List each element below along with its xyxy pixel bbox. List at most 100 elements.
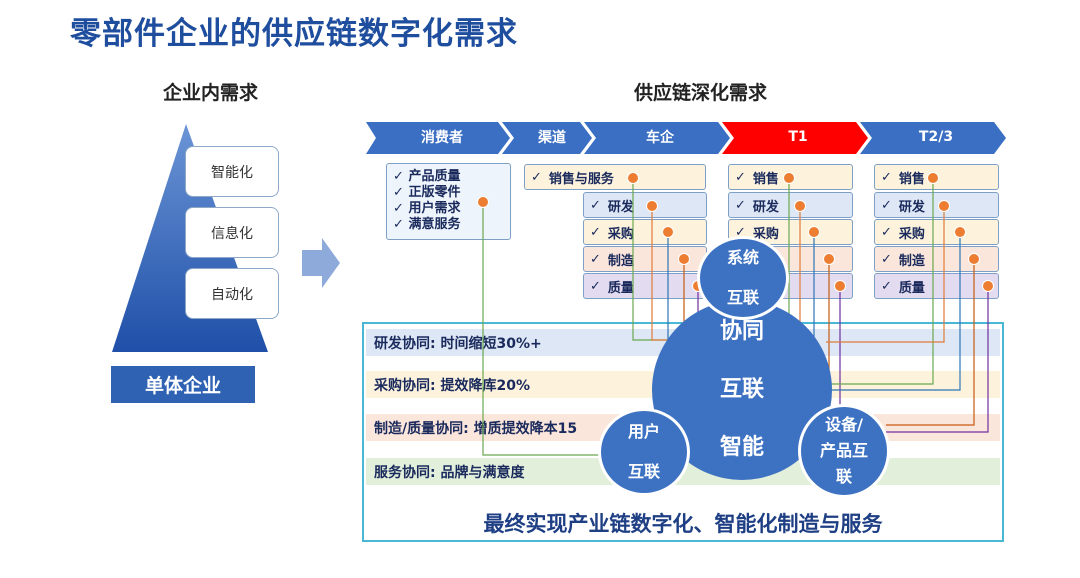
list-item-label: 产品质量 (408, 169, 461, 184)
connector-t23-rd (826, 206, 945, 343)
node-dot (627, 172, 639, 184)
card-label: 采购 (752, 226, 779, 242)
check-icon: ✓ (393, 201, 404, 216)
single-enterprise-label: 单体企业 (111, 366, 255, 403)
card-label: 销售 (898, 171, 925, 187)
card-label: 质量 (898, 280, 925, 296)
check-icon: ✓ (393, 217, 404, 232)
node-dot (834, 280, 846, 292)
circle-text: 系统 (726, 248, 759, 267)
check-icon: ✓ (590, 224, 601, 240)
user-interconnect-circle: 用户 互联 (598, 408, 690, 496)
device-interconnect-circle: 设备/ 产品互 联 (798, 404, 890, 498)
oem-card-rd: ✓ 研发 (583, 192, 707, 218)
card-label: 销售与服务 (548, 171, 614, 187)
node-dot (938, 200, 950, 212)
list-item-label: 满意服务 (408, 217, 461, 232)
circle-text: 互联 (627, 462, 660, 481)
check-icon: ✓ (881, 224, 892, 240)
check-icon: ✓ (590, 251, 601, 267)
chain-oem: 车企 (646, 130, 674, 146)
t23-card-quality: ✓ 质量 (874, 273, 999, 299)
check-icon: ✓ (531, 169, 542, 185)
node-dot (662, 226, 674, 238)
left-heading: 企业内需求 (163, 82, 259, 104)
node-dot (783, 172, 795, 184)
list-item: ✓ 正版零件 (393, 185, 510, 201)
oem-card-sales: ✓ 销售与服务 (524, 164, 706, 190)
node-dot (954, 226, 966, 238)
circle-text: 联 (835, 467, 852, 486)
card-label: 制造 (607, 253, 634, 269)
circle-text: 设备/ (825, 415, 863, 434)
right-heading: 供应链深化需求 (634, 82, 768, 104)
node-dot (646, 200, 658, 212)
node-dot (982, 280, 994, 292)
system-interconnect-circle: 系统 互联 (697, 236, 789, 320)
card-label: 销售 (752, 171, 779, 187)
list-item-label: 正版零件 (408, 185, 461, 200)
t23-card-manufacturing: ✓ 制造 (874, 246, 999, 272)
oem-card-procurement: ✓ 采购 (583, 219, 707, 245)
circle-text: 智能 (719, 435, 764, 460)
card-label: 研发 (607, 199, 634, 215)
t1-card-rd: ✓ 研发 (728, 192, 853, 218)
level-informatization: 信息化 (185, 207, 279, 258)
check-icon: ✓ (881, 169, 892, 185)
check-icon: ✓ (735, 197, 746, 213)
list-item-label: 用户需求 (408, 201, 461, 216)
check-icon: ✓ (393, 185, 404, 200)
connector-t1-quality (839, 286, 846, 421)
check-icon: ✓ (590, 278, 601, 294)
level-automation: 自动化 (185, 268, 279, 319)
check-icon: ✓ (590, 197, 601, 213)
chain-t23: T2/3 (918, 129, 954, 145)
node-dot (927, 172, 939, 184)
consumer-needs-list: ✓ 产品质量 ✓ 正版零件 ✓ 用户需求 ✓ 满意服务 (386, 163, 511, 240)
chain-channel: 渠道 (538, 130, 566, 146)
card-label: 研发 (752, 199, 779, 215)
connector-t23-quality (886, 286, 989, 433)
node-dot (808, 226, 820, 238)
list-item: ✓ 满意服务 (393, 217, 510, 233)
check-icon: ✓ (393, 169, 404, 184)
node-dot (678, 253, 690, 265)
chain-t1: T1 (788, 129, 808, 145)
node-dot (968, 253, 980, 265)
card-label: 制造 (898, 253, 925, 269)
page-title: 零部件企业的供应链数字化需求 (70, 16, 518, 52)
circle-text: 产品互 (819, 441, 868, 460)
circle-text: 用户 (627, 422, 660, 441)
t1-card-sales: ✓ 销售 (728, 164, 853, 190)
oem-card-quality: ✓ 质量 (583, 273, 707, 299)
check-icon: ✓ (735, 224, 746, 240)
chain-consumer: 消费者 (421, 130, 463, 146)
check-icon: ✓ (881, 278, 892, 294)
check-icon: ✓ (735, 169, 746, 185)
circle-text: 互联 (726, 288, 759, 307)
check-icon: ✓ (881, 197, 892, 213)
connector-t23-procurement (826, 232, 961, 391)
t23-card-rd: ✓ 研发 (874, 192, 999, 218)
node-dot (794, 200, 806, 212)
list-item: ✓ 用户需求 (393, 201, 510, 217)
circle-text: 协同 (719, 319, 764, 344)
node-dot-consumer (477, 196, 489, 208)
card-label: 质量 (607, 280, 634, 296)
card-label: 采购 (898, 226, 925, 242)
connector-t23-manufacturing (886, 259, 975, 426)
list-item: ✓ 产品质量 (393, 169, 510, 185)
connector-consumer (482, 202, 620, 456)
node-dot (823, 253, 835, 265)
level-intelligent: 智能化 (185, 146, 279, 197)
check-icon: ✓ (881, 251, 892, 267)
right-arrow-icon (302, 238, 340, 288)
t23-card-procurement: ✓ 采购 (874, 219, 999, 245)
circle-text: 互联 (719, 377, 764, 402)
conclusion-text: 最终实现产业链数字化、智能化制造与服务 (483, 512, 883, 536)
card-label: 采购 (607, 226, 634, 242)
card-label: 研发 (898, 199, 925, 215)
connector-t23-sales (826, 178, 934, 385)
supply-chain-chevrons (366, 122, 1006, 154)
